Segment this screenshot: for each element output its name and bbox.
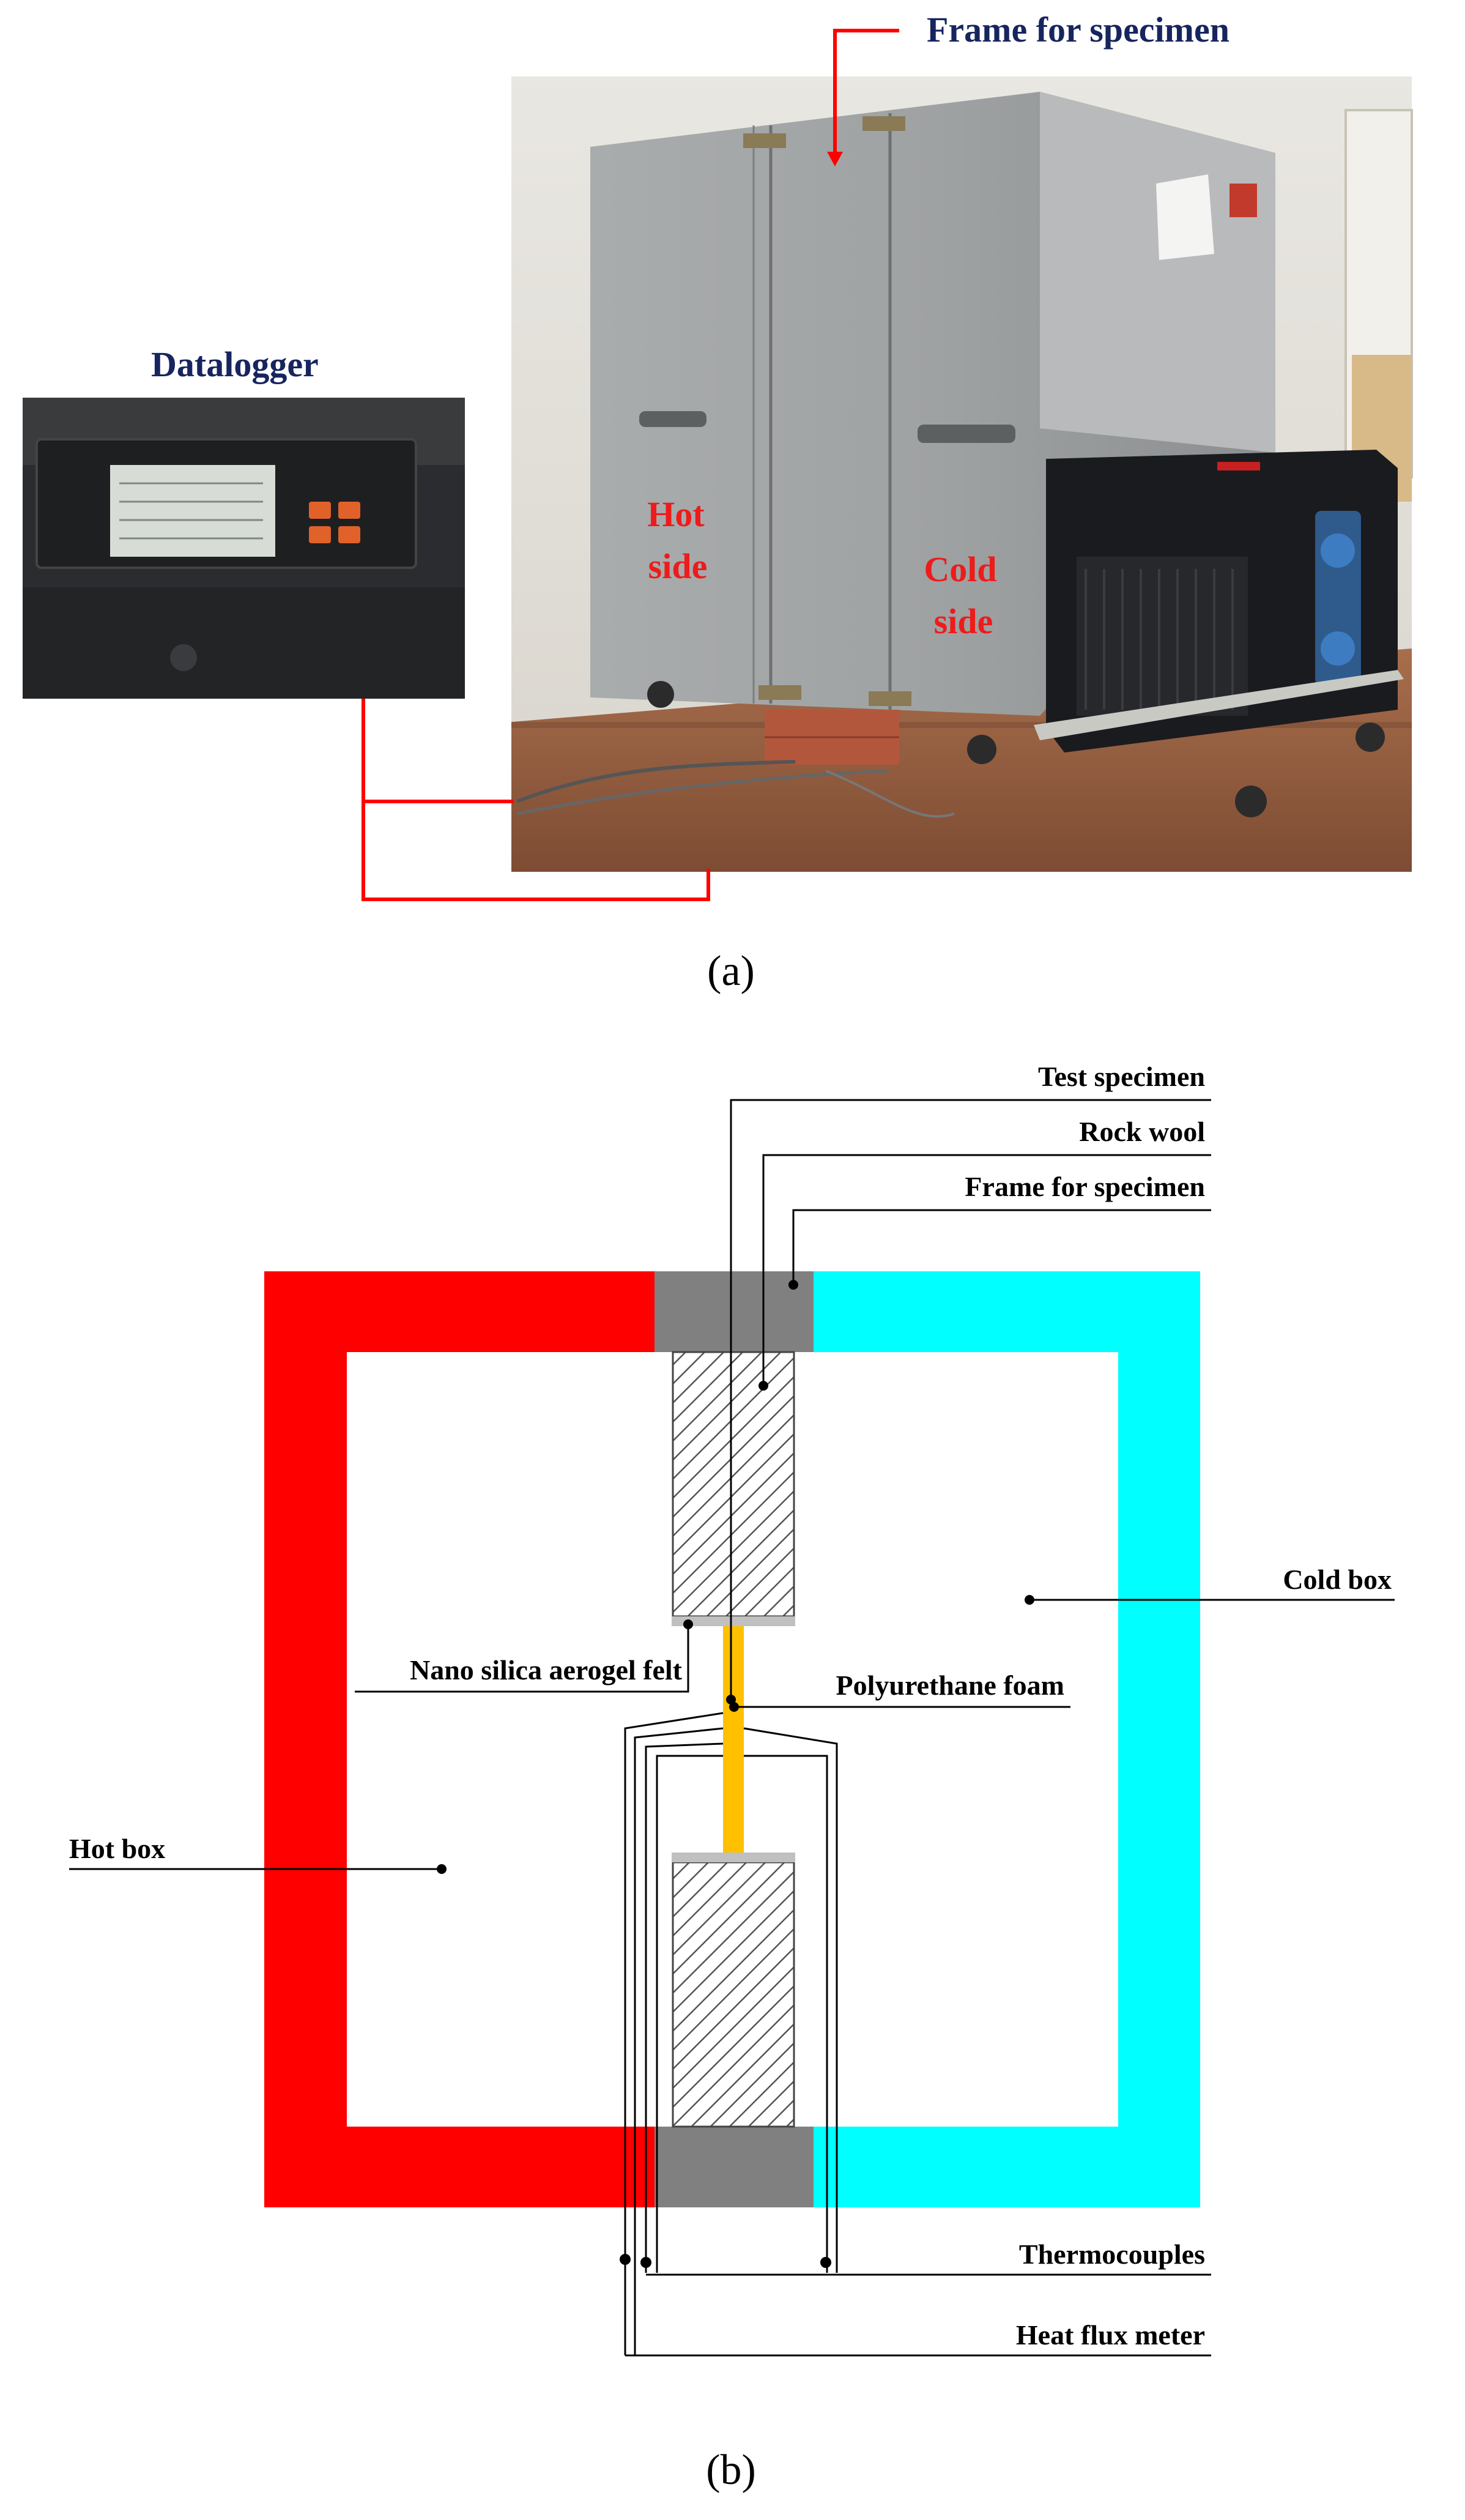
connector-line xyxy=(362,699,710,901)
rock-wool-bottom xyxy=(672,1861,795,2128)
rock-wool-top xyxy=(672,1351,795,1618)
leader-lines xyxy=(69,1099,1395,1870)
label-datalogger: Datalogger xyxy=(151,344,319,384)
frame-top xyxy=(655,1271,814,1352)
label-frame-for-specimen-b: Frame for specimen xyxy=(965,1171,1205,1202)
label-rock-wool: Rock wool xyxy=(1079,1116,1205,1147)
label-test-specimen: Test specimen xyxy=(1038,1061,1205,1092)
frame-bottom xyxy=(655,2127,814,2207)
label-hot: Hot xyxy=(647,494,705,534)
label-frame-for-specimen: Frame for specimen xyxy=(927,10,1229,50)
aerogel-felt-bottom xyxy=(672,1853,795,1862)
cold-box xyxy=(814,1271,1200,2207)
label-cold: Cold xyxy=(924,549,996,589)
label-heat-flux-meter: Heat flux meter xyxy=(1016,2319,1205,2351)
apparatus-photo xyxy=(511,76,1413,872)
frame-callout xyxy=(827,29,899,166)
panel-b: Test specimen Rock wool Frame for specim… xyxy=(69,1061,1395,2494)
label-hot-box: Hot box xyxy=(69,1833,165,1864)
panel-a: Frame for specimen Datalogger Hot side C… xyxy=(23,10,1413,995)
label-thermocouples: Thermocouples xyxy=(1019,2239,1205,2270)
caption-b: (b) xyxy=(706,2447,756,2494)
datalogger-photo xyxy=(23,398,465,699)
polyurethane-foam xyxy=(723,1626,744,1853)
hot-box xyxy=(264,1271,655,2207)
label-nano-silica-aerogel-felt: Nano silica aerogel felt xyxy=(410,1654,683,1686)
aerogel-felt-top xyxy=(672,1616,795,1626)
label-polyurethane-foam: Polyurethane foam xyxy=(836,1670,1064,1701)
label-cold-box: Cold box xyxy=(1283,1564,1392,1595)
label-cold-side: side xyxy=(934,601,993,641)
label-hot-side: side xyxy=(648,546,708,586)
sensor-wires xyxy=(624,1712,1211,2357)
caption-a: (a) xyxy=(707,948,755,995)
